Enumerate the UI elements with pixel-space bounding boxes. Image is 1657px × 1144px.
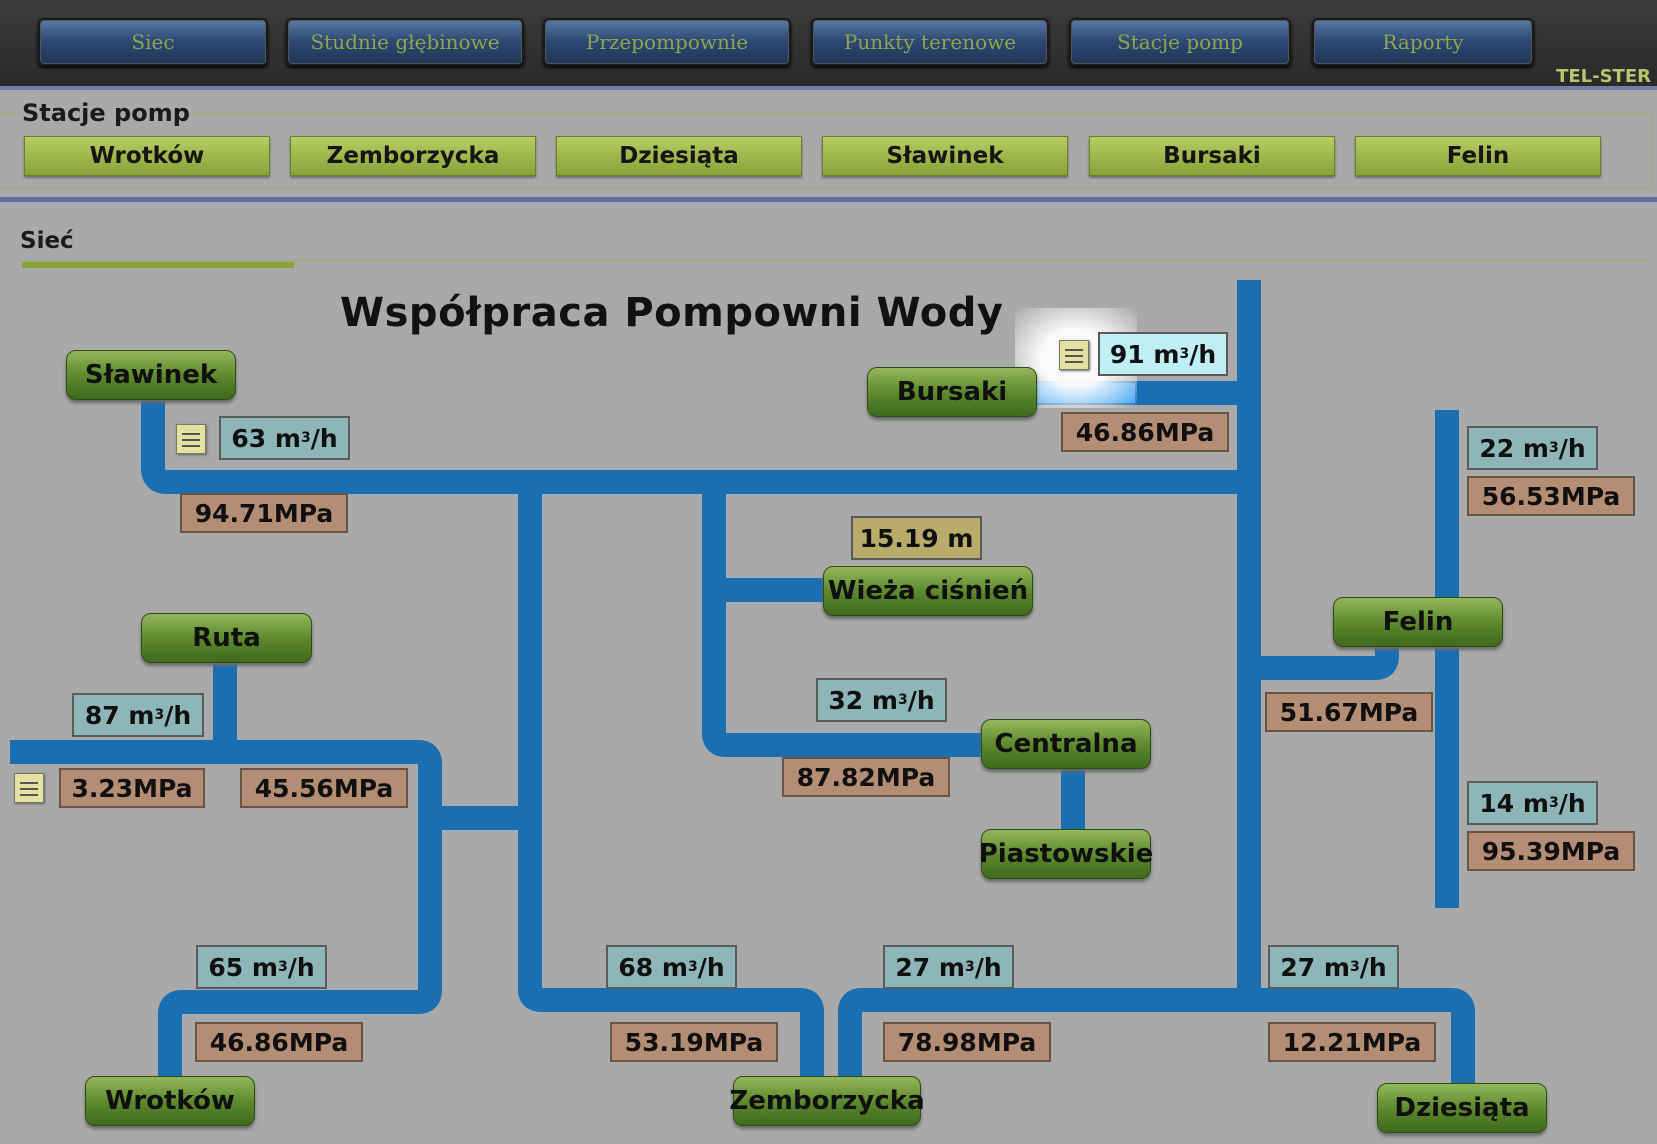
pressure-felin-top: 56.53MPa: [1467, 476, 1635, 516]
note-icon[interactable]: [1059, 340, 1089, 370]
station-button-wrotkow[interactable]: Wrotków: [24, 136, 270, 176]
station-panel-title: Stacje pomp: [20, 99, 192, 127]
elevation-wieza: 15.19 m: [851, 516, 982, 560]
pressure-zemborzycka: 53.19MPa: [610, 1022, 778, 1062]
nav-studnie-button[interactable]: Studnie głębinowe: [286, 18, 524, 66]
pressure-wrotkow: 46.86MPa: [195, 1022, 363, 1062]
pressure-slawinek: 94.71MPa: [180, 493, 348, 533]
pipe-wieza-centralna-trunk: [702, 482, 985, 757]
network-section-title: Sieć: [20, 228, 74, 254]
nav-siec-button[interactable]: Siec: [38, 18, 268, 66]
node-wieza-cisnien[interactable]: Wieża ciśnień: [823, 566, 1033, 616]
pipe-bottom-right: [838, 988, 1475, 1085]
node-dziesiata[interactable]: Dziesiąta: [1377, 1083, 1547, 1133]
node-wrotkow[interactable]: Wrotków: [85, 1076, 255, 1126]
nav-przepompownie-button[interactable]: Przepompownie: [543, 18, 791, 66]
top-navigation: Siec Studnie głębinowe Przepompownie Pun…: [0, 0, 1657, 90]
station-button-slawinek[interactable]: Sławinek: [822, 136, 1068, 176]
node-piastowskie[interactable]: Piastowskie: [979, 829, 1153, 879]
nav-raporty-button[interactable]: Raporty: [1312, 18, 1534, 66]
station-button-dziesiata[interactable]: Dziesiąta: [556, 136, 802, 176]
node-centralna[interactable]: Centralna: [981, 719, 1151, 769]
pressure-centralna: 87.82MPa: [782, 757, 950, 797]
pressure-ruta-left: 3.23MPa: [59, 768, 205, 808]
pipe-felin-branch: [1249, 644, 1399, 680]
node-ruta[interactable]: Ruta: [141, 613, 312, 663]
station-button-bursaki[interactable]: Bursaki: [1089, 136, 1335, 176]
nav-stacje-button[interactable]: Stacje pomp: [1069, 18, 1291, 66]
station-panel: [0, 113, 1652, 189]
pressure-mid-bottom: 78.98MPa: [883, 1022, 1051, 1062]
brand-logo-text: TEL-STER: [1556, 66, 1651, 87]
nav-punkty-button[interactable]: Punkty terenowe: [811, 18, 1049, 66]
diagram-title: Współpraca Pompowni Wody: [340, 290, 1004, 336]
station-button-felin[interactable]: Felin: [1355, 136, 1601, 176]
pressure-bursaki: 46.86MPa: [1061, 412, 1229, 452]
section-divider: [0, 197, 1657, 202]
network-tab-indicator: [22, 262, 294, 268]
pipe-ruta-line: [10, 740, 442, 1080]
note-icon[interactable]: [14, 773, 44, 803]
pressure-felin-bottom: 95.39MPa: [1467, 831, 1635, 871]
pipe-zemborzycka-trunk: [518, 482, 824, 1080]
node-bursaki[interactable]: Bursaki: [867, 367, 1037, 417]
pressure-felin-branch: 51.67MPa: [1265, 692, 1433, 732]
pressure-dziesiata: 12.21MPa: [1268, 1022, 1436, 1062]
node-zemborzycka[interactable]: Zemborzycka: [729, 1076, 925, 1126]
station-button-zemborzycka[interactable]: Zemborzycka: [290, 136, 536, 176]
node-slawinek[interactable]: Sławinek: [66, 350, 236, 400]
note-icon[interactable]: [176, 424, 206, 454]
network-section-underline: [20, 260, 1652, 261]
pressure-ruta-right: 45.56MPa: [240, 768, 408, 808]
node-felin[interactable]: Felin: [1333, 597, 1503, 647]
pipe-top-main: [141, 395, 1249, 494]
